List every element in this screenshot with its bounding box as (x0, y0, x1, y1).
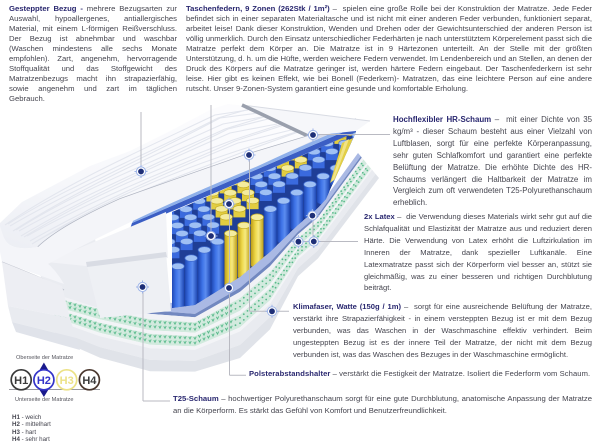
svg-text:H3: H3 (60, 375, 74, 387)
svg-text:H4: H4 (82, 375, 97, 387)
svg-text:H1: H1 (14, 375, 28, 387)
svg-text:H2: H2 (37, 375, 51, 387)
